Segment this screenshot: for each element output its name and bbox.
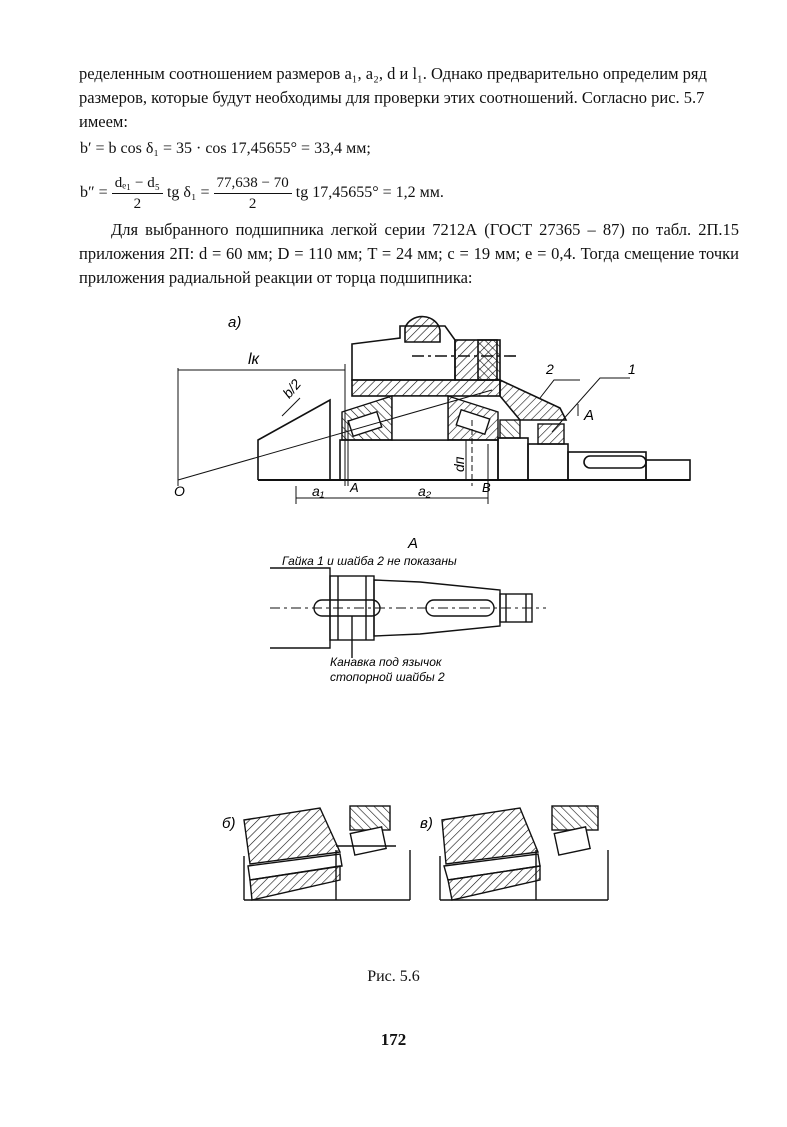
- groove-note-line-1: Канавка под язычок: [330, 655, 443, 669]
- equation-b-prime: b′ = b cos δ₁ = 35 · cos 17,45655° = 33,…: [80, 140, 371, 157]
- spacer-sleeve: [391, 395, 449, 441]
- fig-label-a2: a₂: [418, 483, 432, 499]
- fig-label-b: б): [222, 815, 235, 832]
- figure-caption: Рис. 5.6: [367, 968, 420, 985]
- eq2-fraction-2: 77,638 − 70 2: [213, 173, 292, 214]
- eq2-lhs: b″ =: [80, 184, 108, 201]
- fig-label-a1: a₁: [312, 483, 325, 499]
- fig-label-arrow-a: A: [583, 407, 594, 424]
- paragraph-bearing: Для выбранного подшипника легкой серии 7…: [79, 220, 739, 287]
- fig-label-2: 2: [545, 361, 554, 377]
- fig-label-point-b: B: [482, 480, 491, 495]
- paragraph-intro: ределенным соотношением размеров a₁, a₂,…: [79, 64, 707, 131]
- shaft: [257, 398, 691, 481]
- gear-body: [351, 315, 568, 421]
- fig-b-assembly: [243, 805, 411, 901]
- equation-b-double-prime: b″ = dₑ₁ − d₅ 2 tg δ₁ = 77,638 − 70 2 tg…: [80, 168, 444, 218]
- eq2-frac1-num: dₑ₁ − d₅: [111, 173, 163, 194]
- nut-and-washer: [499, 419, 565, 445]
- fig-v-assembly: [439, 805, 609, 901]
- eq2-rhs: tg 17,45655° = 1,2 мм.: [295, 184, 444, 201]
- view-a-title: A: [407, 535, 418, 552]
- bearing-left: [341, 395, 393, 441]
- view-a-shaft: [270, 567, 546, 658]
- eq2-frac1-den: 2: [133, 195, 142, 212]
- eq2-fraction-1: dₑ₁ − d₅ 2: [111, 173, 163, 214]
- construction-lines: [177, 364, 630, 504]
- fig-label-o: O: [174, 483, 185, 499]
- bearing-right: [447, 395, 499, 441]
- eq2-frac2-den: 2: [248, 195, 257, 212]
- fig-label-v: в): [420, 815, 433, 832]
- fig-label-b2: b/2: [279, 376, 304, 401]
- view-a-note: Гайка 1 и шайба 2 не показаны: [282, 554, 457, 568]
- groove-note-line-2: стопорной шайбы 2: [330, 670, 445, 684]
- fig-label-point-a: A: [349, 480, 359, 495]
- fig-label-dp: dп: [451, 456, 467, 472]
- eq2-mid: tg δ₁ =: [166, 184, 210, 201]
- fig-label-1: 1: [628, 361, 636, 377]
- eq2-frac2-num: 77,638 − 70: [213, 173, 292, 194]
- fig-label-lk: lк: [248, 351, 261, 368]
- page-number: 172: [380, 1030, 407, 1049]
- fig-label-a: a): [228, 314, 241, 331]
